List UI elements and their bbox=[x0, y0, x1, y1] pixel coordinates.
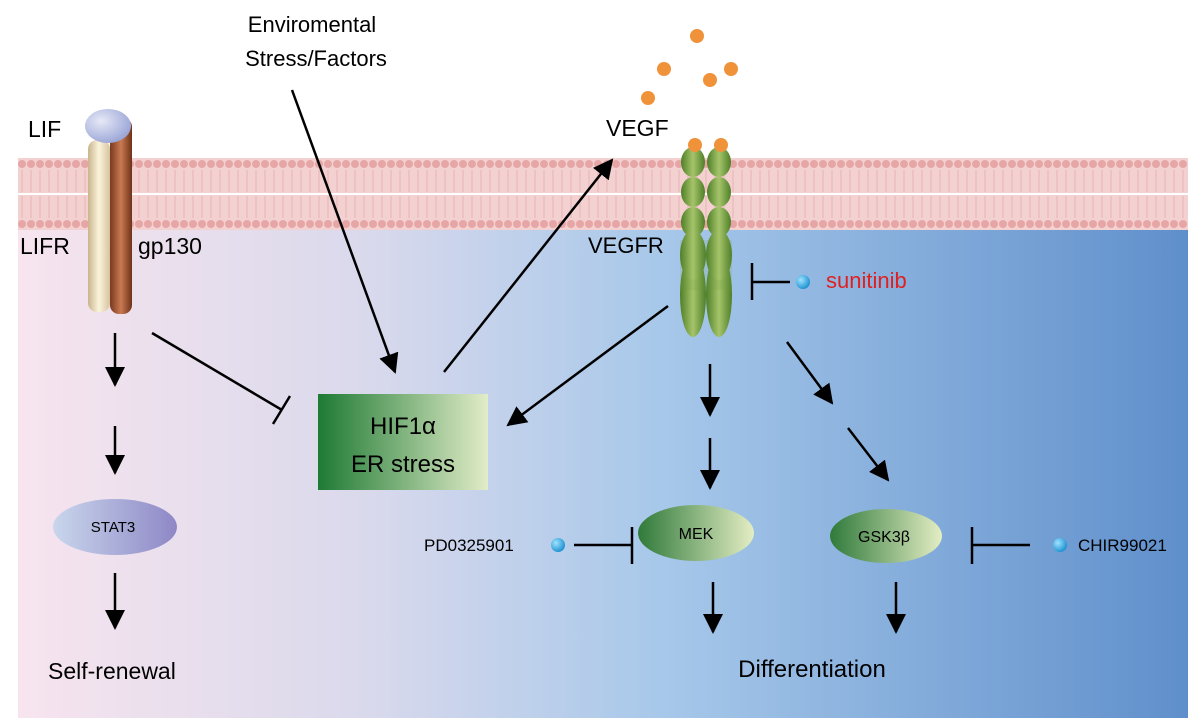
lif-inhibits-hif bbox=[151, 331, 292, 425]
pathway-arrows bbox=[105, 89, 906, 634]
cell-membrane bbox=[18, 158, 1188, 230]
stress-to-hif-arrow bbox=[290, 89, 399, 374]
stat3-node bbox=[53, 499, 177, 555]
vegfr-label: VEGFR bbox=[588, 233, 664, 258]
er-stress-label: ER stress bbox=[351, 451, 455, 478]
stress-label-line2: Stress/Factors bbox=[245, 46, 387, 71]
self-renewal-label: Self-renewal bbox=[48, 658, 176, 684]
pd0325901-inhibits-mek bbox=[574, 527, 634, 564]
hif1a-er-stress-box bbox=[318, 394, 488, 490]
lif-label: LIF bbox=[28, 116, 61, 142]
lif-ligand bbox=[85, 109, 131, 143]
gp130-receptor bbox=[110, 118, 132, 314]
gsk3b-node bbox=[830, 509, 942, 563]
mek-node bbox=[638, 505, 754, 561]
cytoplasm-background bbox=[18, 230, 1188, 718]
lifr-gp130-receptor bbox=[85, 109, 132, 314]
lifr-label: LIFR bbox=[20, 233, 70, 259]
sunitinib-label: sunitinib bbox=[826, 268, 907, 293]
sunitinib-dot bbox=[796, 275, 810, 289]
vegf-ligands bbox=[641, 29, 738, 152]
pd0325901-label: PD0325901 bbox=[424, 536, 514, 555]
pd0325901-dot bbox=[551, 538, 565, 552]
sunitinib-inhibits-vegfr bbox=[750, 263, 790, 300]
chir99021-label: CHIR99021 bbox=[1078, 536, 1167, 555]
mek-label: MEK bbox=[679, 526, 714, 543]
stat3-label: STAT3 bbox=[91, 519, 135, 536]
vegfr-receptor bbox=[680, 147, 732, 337]
gp130-label: gp130 bbox=[138, 233, 202, 259]
stress-label-line1: Enviromental bbox=[248, 12, 376, 37]
vegfr-to-hif-arrow bbox=[506, 304, 669, 427]
differentiation-label: Differentiation bbox=[738, 656, 886, 683]
hif1a-label: HIF1α bbox=[370, 413, 436, 440]
inhibition-lines bbox=[151, 263, 1030, 564]
hif-to-vegf-arrow bbox=[443, 158, 614, 373]
chir99021-inhibits-gsk3b bbox=[970, 527, 1030, 564]
lifr-receptor bbox=[88, 140, 110, 312]
vegfr-to-gsk3b-arrow-2 bbox=[847, 427, 890, 482]
vegf-label: VEGF bbox=[606, 115, 669, 141]
vegfr-to-gsk3b-arrow-1 bbox=[785, 341, 834, 405]
gsk3b-label: GSK3β bbox=[858, 529, 910, 546]
chir99021-dot bbox=[1053, 538, 1067, 552]
